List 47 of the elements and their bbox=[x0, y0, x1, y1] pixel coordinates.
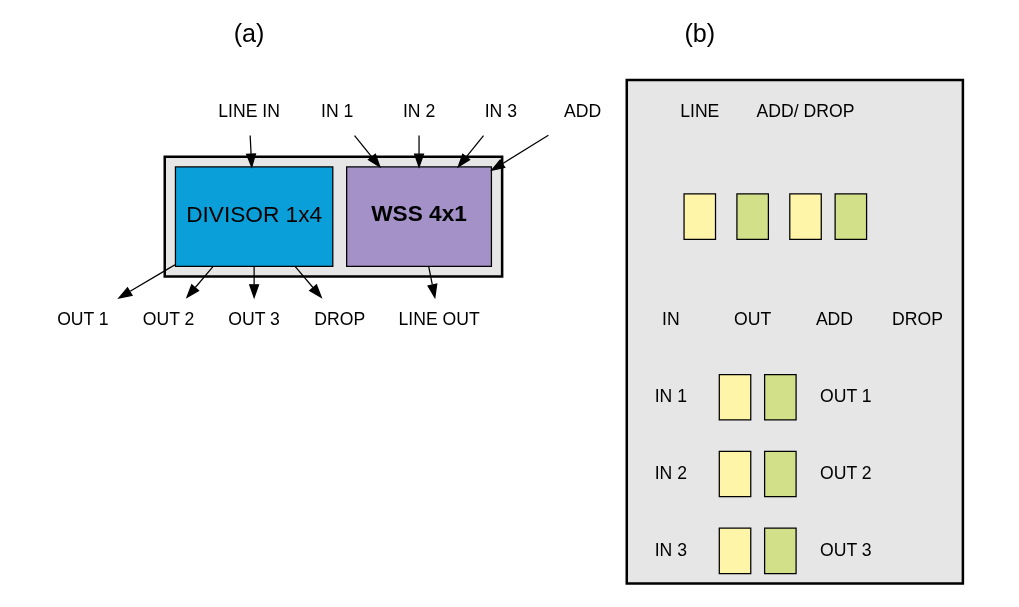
node-box bbox=[718, 374, 751, 421]
arrow bbox=[353, 134, 381, 169]
arrow bbox=[413, 134, 424, 169]
node-box bbox=[834, 193, 867, 240]
node-box bbox=[763, 450, 797, 498]
label: OUT 1 bbox=[819, 385, 872, 406]
arrow bbox=[248, 266, 259, 300]
arrow bbox=[185, 266, 213, 299]
node-box bbox=[788, 193, 822, 240]
arrow bbox=[294, 266, 322, 299]
label: ADD bbox=[815, 309, 853, 330]
node-text: LINE OUT bbox=[398, 309, 480, 330]
arrow bbox=[245, 134, 256, 169]
cluster bbox=[625, 78, 964, 585]
label: OUT 2 bbox=[819, 462, 872, 483]
node-box: DIVISOR 1x4 bbox=[174, 166, 333, 267]
arrow bbox=[489, 134, 549, 172]
node-box: WSS 4x1 bbox=[345, 166, 492, 267]
node-text: ADD bbox=[563, 101, 601, 122]
label: OUT bbox=[733, 309, 771, 330]
node-box bbox=[682, 193, 716, 240]
label: ADD/ DROP bbox=[756, 101, 854, 122]
node-text: IN 3 bbox=[484, 101, 517, 122]
node-text: OUT 3 bbox=[227, 309, 280, 330]
label: LINE bbox=[679, 101, 719, 122]
node-text: OUT 1 bbox=[56, 309, 109, 330]
arrow bbox=[426, 266, 437, 300]
node-box bbox=[718, 450, 751, 498]
node-text: IN 2 bbox=[402, 101, 435, 122]
label: IN 2 bbox=[654, 462, 687, 483]
node-text: OUT 2 bbox=[142, 309, 194, 330]
node-text: IN 1 bbox=[320, 101, 353, 122]
label: IN bbox=[661, 309, 680, 330]
node-text: LINE IN bbox=[217, 101, 280, 122]
node-box bbox=[718, 527, 751, 575]
label: (b) bbox=[683, 19, 715, 48]
label: (a) bbox=[233, 19, 264, 48]
label: DROP bbox=[891, 309, 943, 330]
label: IN 3 bbox=[654, 539, 687, 560]
arrow bbox=[116, 264, 176, 299]
arrow bbox=[456, 134, 484, 169]
label: OUT 3 bbox=[819, 539, 872, 560]
node-box bbox=[763, 527, 797, 575]
label: IN 1 bbox=[654, 385, 687, 406]
node-box bbox=[763, 374, 797, 421]
node-box bbox=[735, 193, 769, 240]
node-text: DROP bbox=[313, 309, 365, 330]
